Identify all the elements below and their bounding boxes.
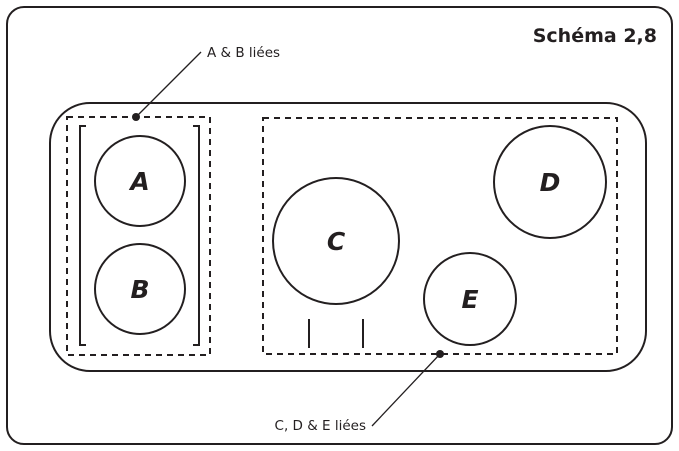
- zone-c-label: C: [327, 227, 346, 256]
- zone-b-circle: [94, 243, 186, 335]
- left-group-boundary: [66, 116, 211, 356]
- zone-b-label: B: [130, 275, 149, 304]
- zone-d-label: D: [540, 168, 561, 197]
- zone-d-circle: [493, 125, 607, 239]
- diagram-title: Schéma 2,8: [533, 25, 657, 47]
- cooktop-outline: [49, 102, 647, 372]
- right-bracket: [193, 125, 200, 346]
- right-group-annotation: C, D & E liées: [275, 418, 366, 434]
- zone-e-circle: [423, 252, 517, 346]
- zone-a-label: A: [128, 167, 149, 196]
- left-group-leader-line: [135, 51, 202, 118]
- left-group-leader-dot: [132, 113, 140, 121]
- zone-c-circle: [272, 177, 400, 305]
- right-group-boundary: [262, 117, 618, 355]
- zone-a-circle: [94, 135, 186, 227]
- right-group-leader-line: [371, 353, 441, 427]
- zone-e-label: E: [461, 285, 478, 314]
- outer-frame: [6, 6, 673, 445]
- left-bracket: [79, 125, 86, 346]
- left-group-annotation: A & B liées: [207, 45, 280, 61]
- right-group-leader-dot: [436, 350, 444, 358]
